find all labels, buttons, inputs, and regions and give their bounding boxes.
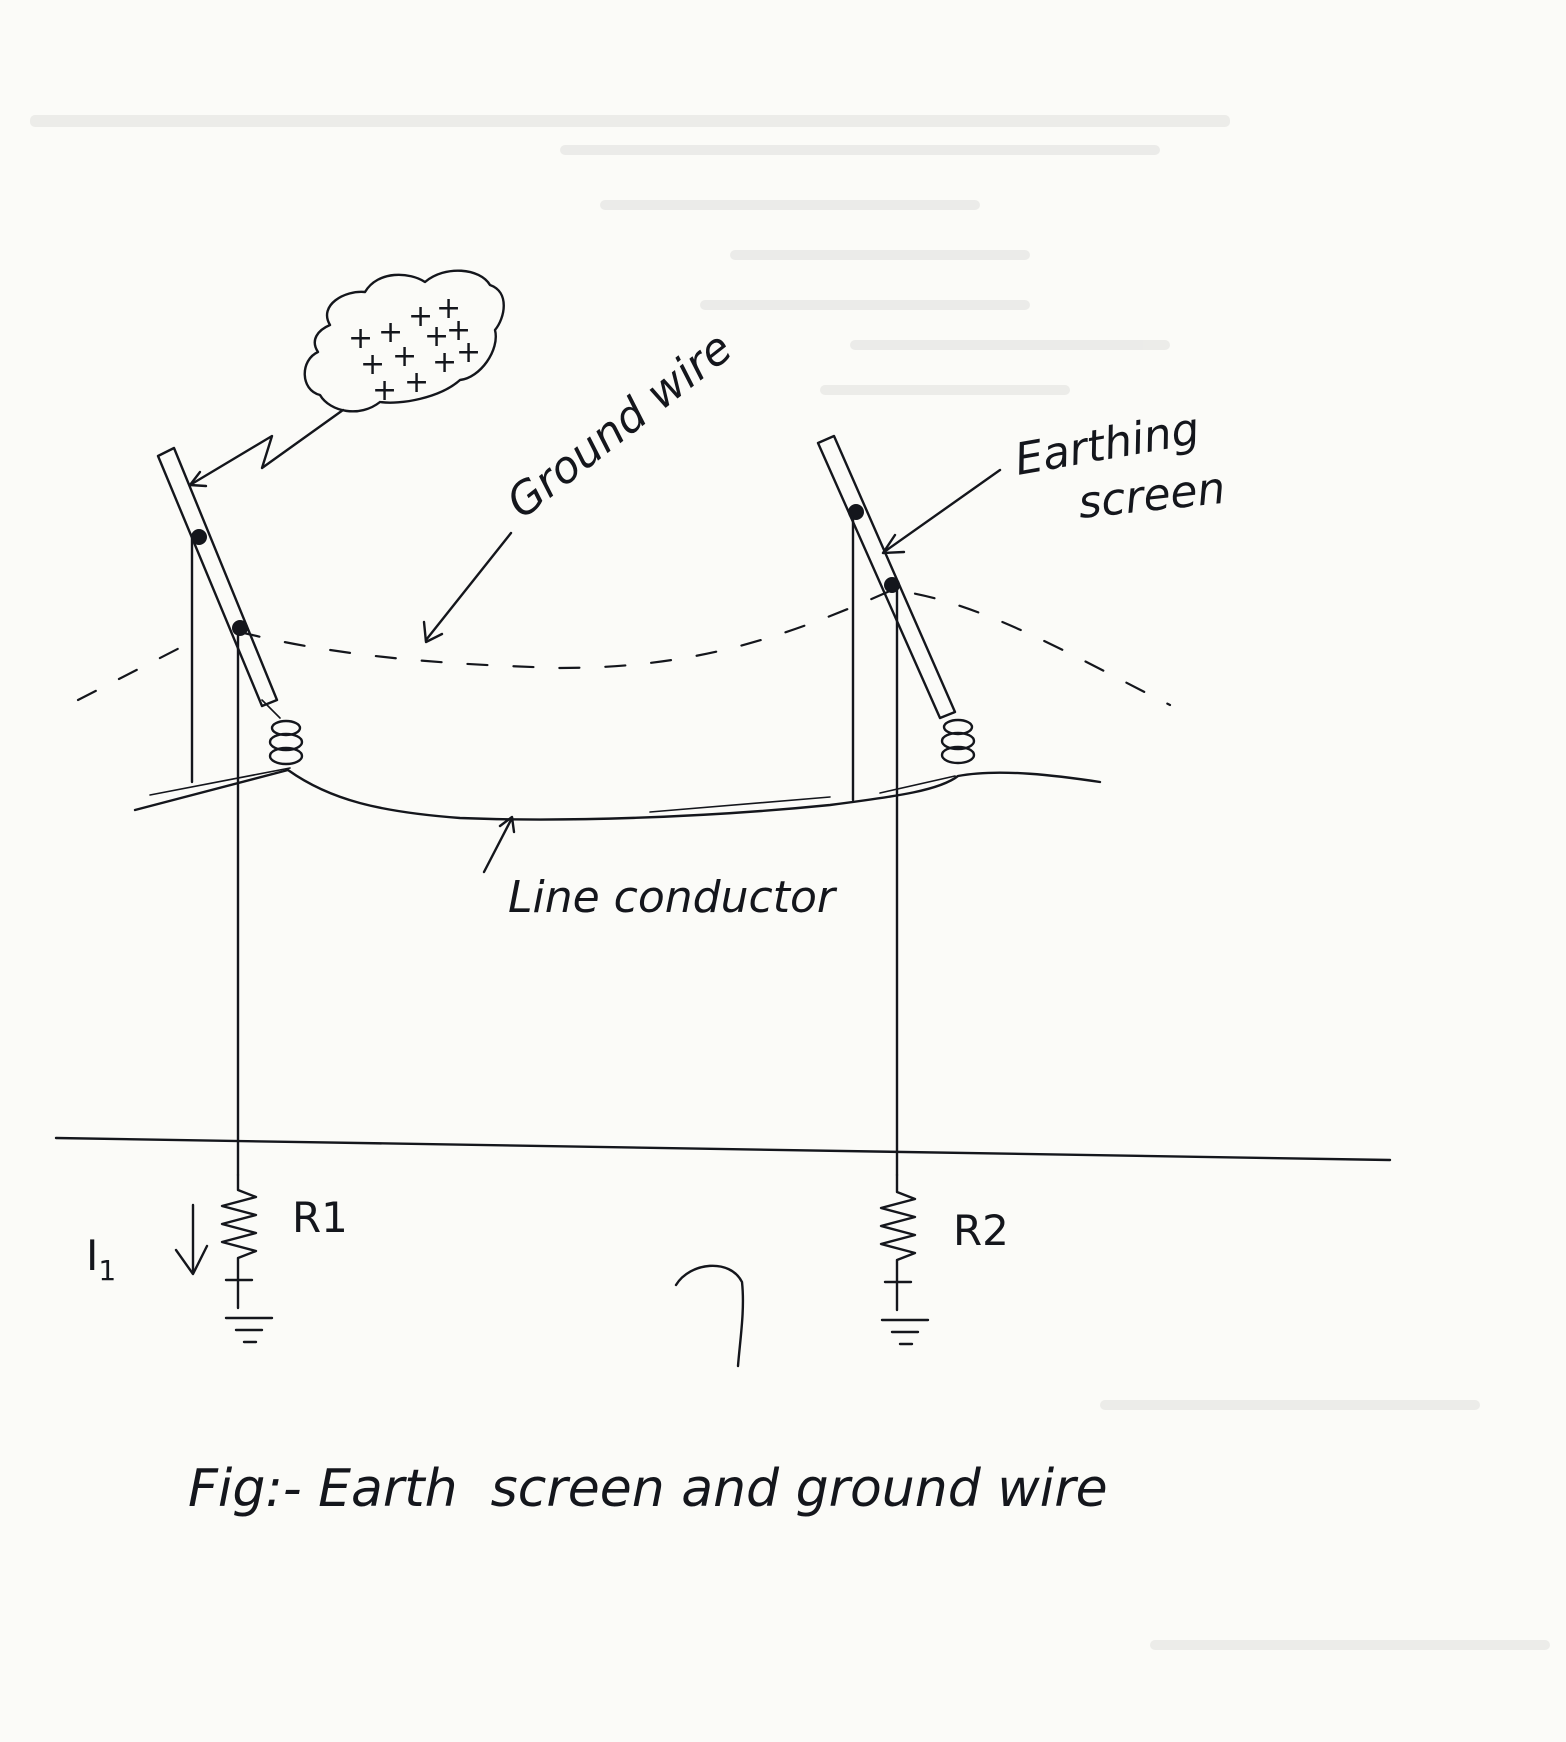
resistor-r1 [220, 1173, 258, 1310]
earth-symbol [224, 1316, 274, 1344]
positive-charges: ++++++++++++ [348, 291, 481, 408]
line-conductor-pointer-head [498, 815, 516, 834]
current-symbol: I [86, 1231, 98, 1280]
lightning-stroke [188, 408, 345, 487]
r2-label: R2 [953, 1206, 1009, 1255]
positive-charge: + [392, 339, 417, 374]
left-insulator [268, 719, 304, 766]
line-conductor-overstroke [149, 767, 956, 813]
earth-symbol [880, 1318, 930, 1346]
current-label: I1 [86, 1231, 116, 1287]
resistor-r2 [879, 1173, 917, 1312]
positive-charge: + [360, 347, 385, 382]
positive-charge: + [408, 299, 433, 334]
ground-surface [54, 1136, 1392, 1162]
ground-wire [76, 588, 1172, 707]
stray-mark [674, 1264, 745, 1368]
positive-charge: + [432, 345, 457, 380]
earthing-screen-pointer-head [881, 533, 906, 555]
positive-charge: + [436, 291, 461, 326]
earthing-screen-pointer [882, 468, 1002, 554]
positive-charge: + [378, 315, 403, 350]
left-tower [156, 446, 304, 1177]
ground-wire-clamp [884, 577, 900, 593]
positive-charge: + [446, 313, 471, 348]
paper-bleed-through [30, 115, 1550, 1650]
line-conductor [133, 768, 1102, 821]
current-arrow [174, 1203, 209, 1276]
right-insulator [940, 718, 976, 765]
positive-charge: + [456, 335, 481, 370]
current-subscript: 1 [98, 1254, 116, 1287]
ground-wire-clamp [191, 529, 207, 545]
line-conductor-pointer [482, 816, 514, 874]
r1-label: R1 [292, 1193, 348, 1242]
positive-charge: + [348, 321, 373, 356]
earthing-screen-label-line2: screen [1076, 463, 1228, 529]
ground-wire-pointer-head [422, 620, 444, 644]
positive-charge: + [404, 365, 429, 400]
ground-wire-clamp [848, 504, 864, 520]
line-conductor-label: Line conductor [508, 872, 838, 923]
positive-charge: + [424, 319, 449, 354]
ground-wire-label: Ground wire [497, 322, 741, 529]
figure-caption: Fig:- Earth screen and ground wire [188, 1459, 1108, 1519]
thunder-cloud: ++++++++++++ [303, 269, 505, 413]
positive-charge: + [372, 373, 397, 408]
ground-wire-pointer [424, 531, 513, 642]
right-tower [816, 434, 976, 1177]
